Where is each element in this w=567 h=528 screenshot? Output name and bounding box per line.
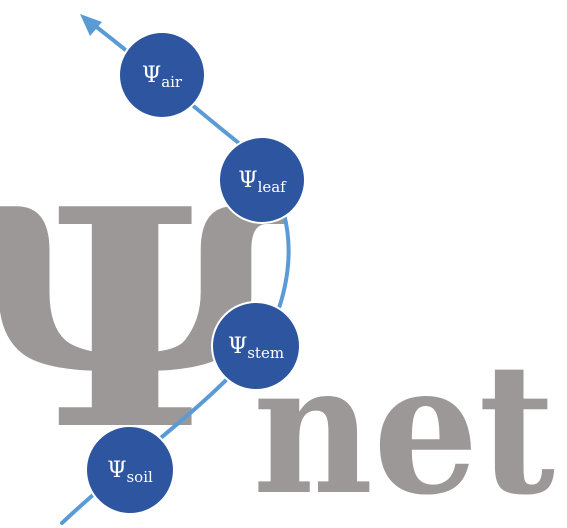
- node-psi-leaf: Ψleaf: [218, 136, 306, 224]
- node-soil-subscript: soil: [126, 468, 153, 486]
- node-psi-soil: Ψsoil: [85, 425, 175, 515]
- svg-text:Ψleaf: Ψleaf: [238, 168, 287, 196]
- flow-arrow-up-icon: [80, 14, 102, 36]
- node-leaf-symbol: Ψ: [238, 168, 257, 193]
- svg-text:Ψair: Ψair: [142, 63, 183, 91]
- logo-net-word: net: [253, 323, 555, 528]
- node-air-symbol: Ψ: [142, 63, 161, 88]
- node-soil-symbol: Ψ: [107, 458, 126, 483]
- node-air-subscript: air: [161, 73, 183, 91]
- node-leaf-subscript: leaf: [258, 178, 288, 196]
- node-stem-symbol: Ψ: [228, 334, 247, 359]
- node-psi-stem: Ψstem: [211, 301, 301, 391]
- svg-text:Ψsoil: Ψsoil: [107, 458, 153, 486]
- node-stem-subscript: stem: [247, 344, 284, 362]
- svg-text:Ψstem: Ψstem: [228, 334, 284, 362]
- node-psi-air: Ψair: [118, 31, 206, 119]
